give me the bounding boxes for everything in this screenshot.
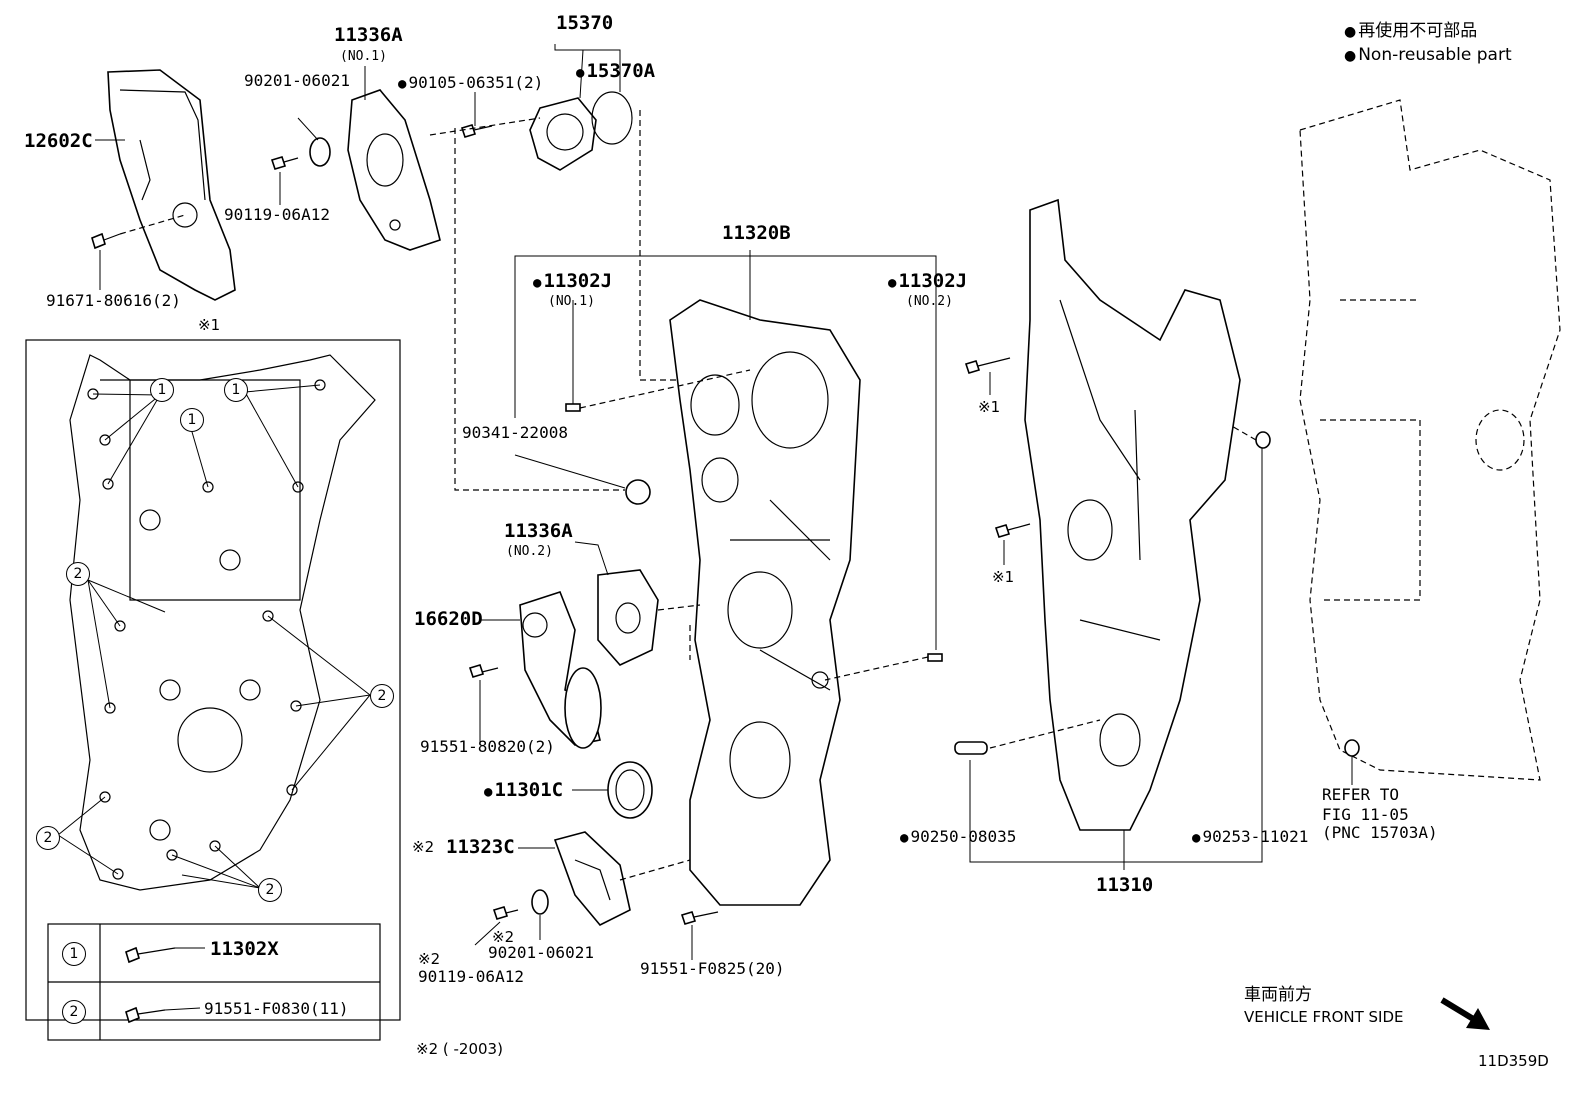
label-12602C: 12602C bbox=[24, 130, 93, 152]
bolt-table-icon-1 bbox=[125, 946, 176, 964]
label-11302J-no2: 11302J bbox=[888, 270, 967, 294]
callout-2-c: 2 bbox=[36, 826, 60, 850]
pin-11302J-no2 bbox=[927, 653, 943, 662]
label-15370: 15370 bbox=[556, 12, 614, 34]
label-90201-bottom-mark: ※2 bbox=[492, 928, 515, 946]
callout-2-a: 2 bbox=[66, 562, 90, 586]
label-11323C: 11323C bbox=[446, 836, 515, 858]
label-11320B: 11320B bbox=[722, 222, 791, 244]
callouts-2-lines bbox=[57, 579, 371, 889]
label-90119-top: 90119-06A12 bbox=[224, 205, 330, 224]
direction-arrow bbox=[1440, 997, 1490, 1030]
table-row2-part: 91551-F0830(11) bbox=[204, 999, 349, 1018]
figure-code: 11D359D bbox=[1478, 1052, 1549, 1070]
direction-jp: 車両前方 bbox=[1244, 985, 1312, 1005]
callouts-1-lines bbox=[92, 384, 321, 488]
label-mark-r1: ※1 bbox=[978, 398, 1001, 416]
inset-marker: ※1 bbox=[198, 316, 221, 334]
table-row1-index: 1 bbox=[62, 942, 86, 966]
label-mark-r2: ※1 bbox=[992, 568, 1015, 586]
label-11336A-no1-sub: (NO.1) bbox=[340, 49, 387, 64]
chain-case-11310 bbox=[1024, 198, 1241, 831]
label-11302J-no2-sub: (NO.2) bbox=[906, 294, 953, 309]
callout-1-a: 1 bbox=[150, 378, 174, 402]
label-15370A: 15370A bbox=[576, 60, 655, 84]
refer-line1: REFER TO bbox=[1322, 785, 1400, 804]
bolt-r2 bbox=[994, 523, 1031, 538]
legend-en: Non-reusable part bbox=[1344, 46, 1511, 65]
inset-frame bbox=[25, 339, 401, 1021]
oil-seal-11301C bbox=[607, 761, 653, 819]
callout-2-b: 2 bbox=[370, 684, 394, 708]
callout-2-d: 2 bbox=[258, 878, 282, 902]
engine-block bbox=[1299, 99, 1561, 781]
bolt-table-icon-2 bbox=[125, 1006, 166, 1024]
label-90201-bottom: 90201-06021 bbox=[488, 943, 594, 962]
tensioner-16620D bbox=[519, 591, 602, 749]
refer-line3: (PNC 15703A) bbox=[1322, 823, 1438, 842]
bracket-11336A-no1 bbox=[347, 89, 441, 251]
label-11310: 11310 bbox=[1096, 874, 1154, 896]
label-90253: 90253-11021 bbox=[1192, 828, 1308, 847]
label-90250: 90250-08035 bbox=[900, 828, 1016, 847]
washer-90201-bottom bbox=[531, 889, 549, 915]
front-cover-11320B bbox=[669, 299, 861, 906]
guide-11323C bbox=[553, 831, 631, 926]
direction-en: VEHICLE FRONT SIDE bbox=[1244, 1008, 1404, 1026]
label-11302J-no1-sub: (NO.1) bbox=[548, 294, 595, 309]
bolt-91671 bbox=[91, 214, 186, 250]
label-90105: 90105-06351(2) bbox=[398, 74, 543, 93]
bolt-91551-80820 bbox=[468, 664, 499, 678]
bolt-91551-F0825 bbox=[680, 911, 719, 925]
pin-90253 bbox=[1255, 431, 1271, 449]
table-row2-index: 2 bbox=[62, 1000, 86, 1024]
label-91551-F0825: 91551-F0825(20) bbox=[640, 959, 785, 978]
label-11336A-no1: 11336A bbox=[334, 24, 403, 46]
label-11336A-no2: 11336A bbox=[504, 520, 573, 542]
refer-line2: FIG 11-05 bbox=[1322, 805, 1409, 824]
inset-gasket bbox=[69, 354, 376, 891]
label-11302J-no1: 11302J bbox=[533, 270, 612, 294]
label-11336A-no2-sub: (NO.2) bbox=[506, 544, 553, 559]
table-row1-part: 11302X bbox=[210, 938, 279, 960]
label-11323C-mark: ※2 bbox=[412, 838, 435, 856]
label-90201-top: 90201-06021 bbox=[244, 71, 350, 90]
footnote: ※2 ( -2003) bbox=[416, 1040, 503, 1058]
plug-90341 bbox=[625, 479, 651, 505]
bolt-90119-top bbox=[270, 156, 299, 170]
callout-1-b: 1 bbox=[180, 408, 204, 432]
housing-15370 bbox=[529, 91, 633, 171]
label-91671: 91671-80616(2) bbox=[46, 291, 181, 310]
bolt-r1 bbox=[964, 357, 1011, 374]
pin-90250 bbox=[954, 741, 988, 755]
callout-1-c: 1 bbox=[224, 378, 248, 402]
label-90119-bottom-mark: ※2 bbox=[418, 950, 441, 968]
label-91551-80820: 91551-80820(2) bbox=[420, 737, 555, 756]
label-16620D: 16620D bbox=[414, 608, 483, 630]
timing-cover-12602C bbox=[107, 69, 236, 301]
label-90119-bottom: 90119-06A12 bbox=[418, 967, 524, 986]
pin-11302J-no1 bbox=[565, 403, 581, 412]
bracket-11336A-no2 bbox=[597, 569, 659, 666]
legend-jp: 再使用不可部品 bbox=[1344, 22, 1477, 41]
label-11301C: 11301C bbox=[484, 779, 563, 803]
label-90341: 90341-22008 bbox=[462, 423, 568, 442]
bolt-90105 bbox=[460, 124, 493, 138]
washer-90201-top bbox=[309, 137, 331, 167]
bolt-90119-bottom bbox=[492, 906, 519, 920]
